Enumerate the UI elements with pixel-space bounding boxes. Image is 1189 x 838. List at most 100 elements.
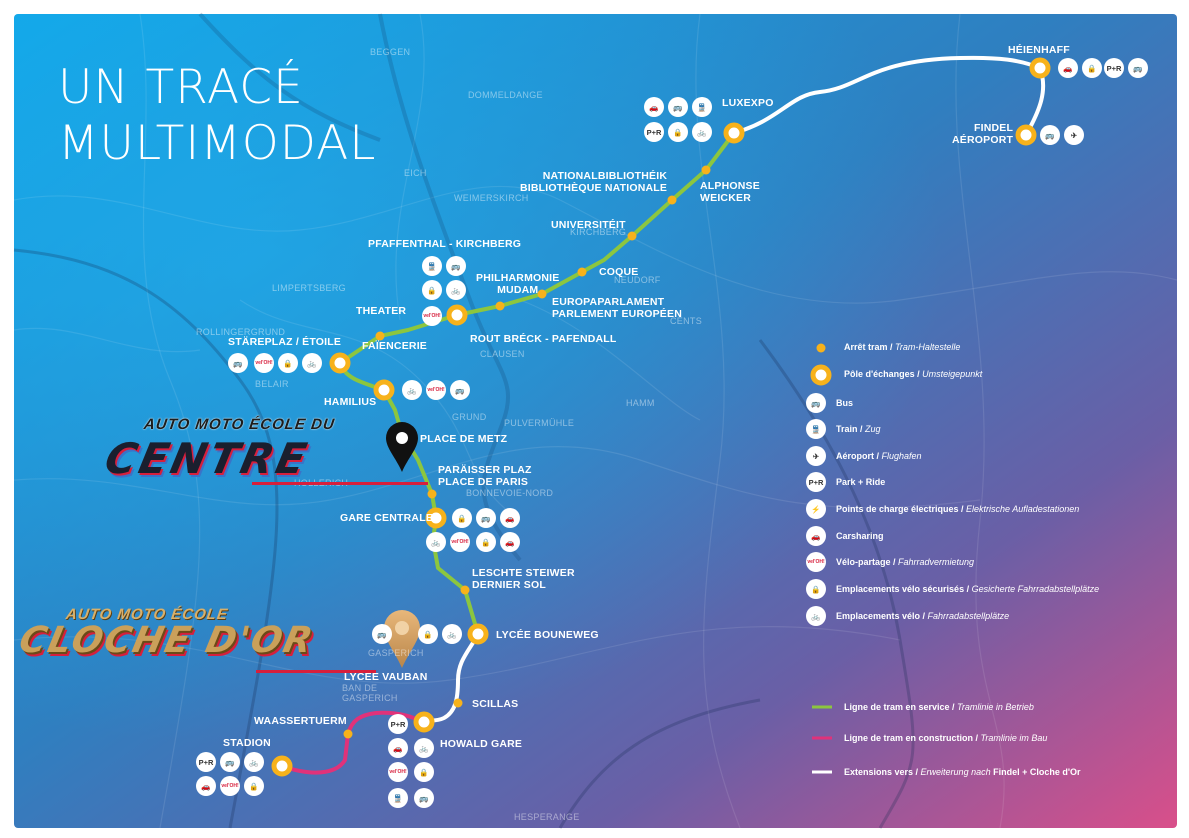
veloh-icon: vel'OH! (388, 762, 408, 782)
logo-cloche-main: CLOCHE D'OR (15, 620, 318, 661)
tram-line-construction (280, 710, 424, 775)
ev-charging-icon: ⚡ (806, 499, 826, 519)
district-label: WEIMERSKIRCH (454, 193, 529, 203)
stop-alphonse (701, 165, 711, 175)
park-ride-icon: P+R (806, 472, 826, 492)
stop-label-alphonse: ALPHONSE WEICKER (700, 180, 760, 204)
stop-label-stadion: STADION (223, 737, 271, 749)
stop-label-heienhaff: HÉIENHAFF (1008, 44, 1070, 56)
legend-carsharing: 🚗Carsharing (806, 526, 884, 546)
bus-icon: 🚌 (668, 97, 688, 117)
veloh-icon: vel'OH! (422, 306, 442, 326)
stop-label-gare-centrale: GARE CENTRALE (340, 512, 434, 524)
carsharing-icon: 🚗 (1058, 58, 1078, 78)
stop-label-stareplaz: STÄREPLAZ / ÉTOILE (228, 336, 342, 348)
bike-icon: 🚲 (806, 606, 826, 626)
bus-icon: 🚌 (228, 353, 248, 373)
title-line-2: MULTIMODAL (58, 116, 377, 171)
hub-hamilius (373, 379, 395, 401)
carsharing-icon: 🚗 (500, 532, 520, 552)
stop-europaparlament (537, 289, 547, 299)
bike-icon: 🚲 (302, 353, 322, 373)
bike-icon: 🚲 (446, 280, 466, 300)
stop-paraisser (427, 489, 437, 499)
hub-rout-breck (446, 304, 468, 326)
carsharing-icon: 🚗 (644, 97, 664, 117)
legend-aeroport: ✈Aéroport / Flughafen (806, 446, 922, 466)
bike-icon: 🚲 (402, 380, 422, 400)
map-roads (13, 13, 1178, 829)
carsharing-icon: 🚗 (500, 508, 520, 528)
secure-bike-icon: 🔒 (668, 122, 688, 142)
secure-bike-icon: 🔒 (422, 280, 442, 300)
legend-construction-line: Ligne de tram en construction / Tramlini… (844, 733, 1048, 743)
stop-label-theater: THEATER (356, 305, 407, 317)
secure-bike-icon: 🔒 (414, 762, 434, 782)
logo-auto-moto-ecole-centre: AUTO MOTO ÉCOLE DU CENTRE (101, 412, 428, 492)
district-label: HESPERANGE (514, 812, 580, 822)
stop-label-philharmonie: PHILHARMONIE MUDAM (476, 272, 560, 296)
bus-icon: 🚌 (372, 624, 392, 644)
carsharing-icon: 🚗 (196, 776, 216, 796)
bus-icon: 🚌 (1128, 58, 1148, 78)
district-label: BELAIR (255, 379, 289, 389)
bus-icon: 🚌 (220, 752, 240, 772)
district-label: ROLLINGERGRUND (196, 327, 286, 337)
secure-bike-icon: 🔒 (806, 579, 826, 599)
stop-scillas (453, 698, 463, 708)
district-label: PULVERMÜHLE (504, 418, 575, 428)
stop-label-leschte-steiwer: LESCHTE STEIWER DERNIER SOL (472, 567, 575, 591)
hub-heienhaff (1029, 57, 1051, 79)
legend-secure-bike: 🔒Emplacements vélo sécurisés / Gesichert… (806, 579, 1099, 599)
hub-gare-centrale (425, 507, 447, 529)
district-label: BAN DE GASPERICH (342, 683, 398, 703)
stop-label-luxexpo: LUXEXPO (722, 97, 774, 109)
district-label: BONNEVOIE-NORD (466, 488, 554, 498)
stop-theater (375, 331, 385, 341)
stop-label-universiteit: UNIVERSITÉIT (551, 219, 626, 231)
secure-bike-icon: 🔒 (418, 624, 438, 644)
district-label: CLAUSEN (480, 349, 525, 359)
bus-icon: 🚌 (1040, 125, 1060, 145)
stop-label-paraisser: PARÄISSER PLAZ PLACE DE PARIS (438, 464, 532, 488)
veloh-icon: vel'OH! (450, 532, 470, 552)
park-ride-icon: P+R (1104, 58, 1124, 78)
district-label: DOMMELDANGE (468, 90, 543, 100)
veloh-icon: vel'OH! (426, 380, 446, 400)
map-highways (13, 248, 915, 829)
airplane-icon: ✈ (1064, 125, 1084, 145)
secure-bike-icon: 🔒 (476, 532, 496, 552)
district-label: CENTS (670, 316, 703, 326)
district-label: HAMM (626, 398, 655, 408)
logo-centre-top: AUTO MOTO ÉCOLE DU (142, 416, 336, 433)
legend-velo: vel'OH!Vélo-partage / Fahrradvermietung (806, 552, 974, 572)
district-label: GRUND (452, 412, 487, 422)
legend-charge: ⚡Points de charge électriques / Elektris… (806, 499, 1079, 519)
stop-leschte-steiwer (460, 585, 470, 595)
train-icon: 🚆 (422, 256, 442, 276)
bike-icon: 🚲 (244, 752, 264, 772)
map-rivers (198, 12, 522, 562)
park-ride-icon: P+R (196, 752, 216, 772)
stop-label-faiencerie: FAÏENCERIE (362, 340, 428, 352)
legend-extension-line: Extensions vers / Erweiterung nach Finde… (844, 767, 1081, 777)
veloh-icon: vel'OH! (220, 776, 240, 796)
stop-nationalbib (667, 195, 677, 205)
hub-luxexpo (723, 122, 745, 144)
legend-train: 🚆Train / Zug (806, 419, 881, 439)
carsharing-icon: 🚗 (806, 526, 826, 546)
bus-icon: 🚌 (476, 508, 496, 528)
bike-icon: 🚲 (426, 532, 446, 552)
stop-label-europaparlament: EUROPAPARLAMENT PARLEMENT EUROPÉEN (552, 296, 682, 320)
stop-coque (577, 267, 587, 277)
bus-icon: 🚌 (450, 380, 470, 400)
stop-label-nationalbib: NATIONALBIBLIOTHÉIK BIBLIOTHÈQUE NATIONA… (520, 170, 668, 194)
hub-findel (1015, 124, 1037, 146)
stop-label-lycee-bouneweg: LYCÉE BOUNEWEG (496, 629, 599, 641)
secure-bike-icon: 🔒 (1082, 58, 1102, 78)
map-title: UN TRACÉ MULTIMODAL (58, 60, 376, 172)
legend-bike: 🚲Emplacements vélo / Fahrradabstellplätz… (806, 606, 1009, 626)
park-ride-icon: P+R (644, 122, 664, 142)
district-label: KIRCHBERG (570, 227, 627, 237)
